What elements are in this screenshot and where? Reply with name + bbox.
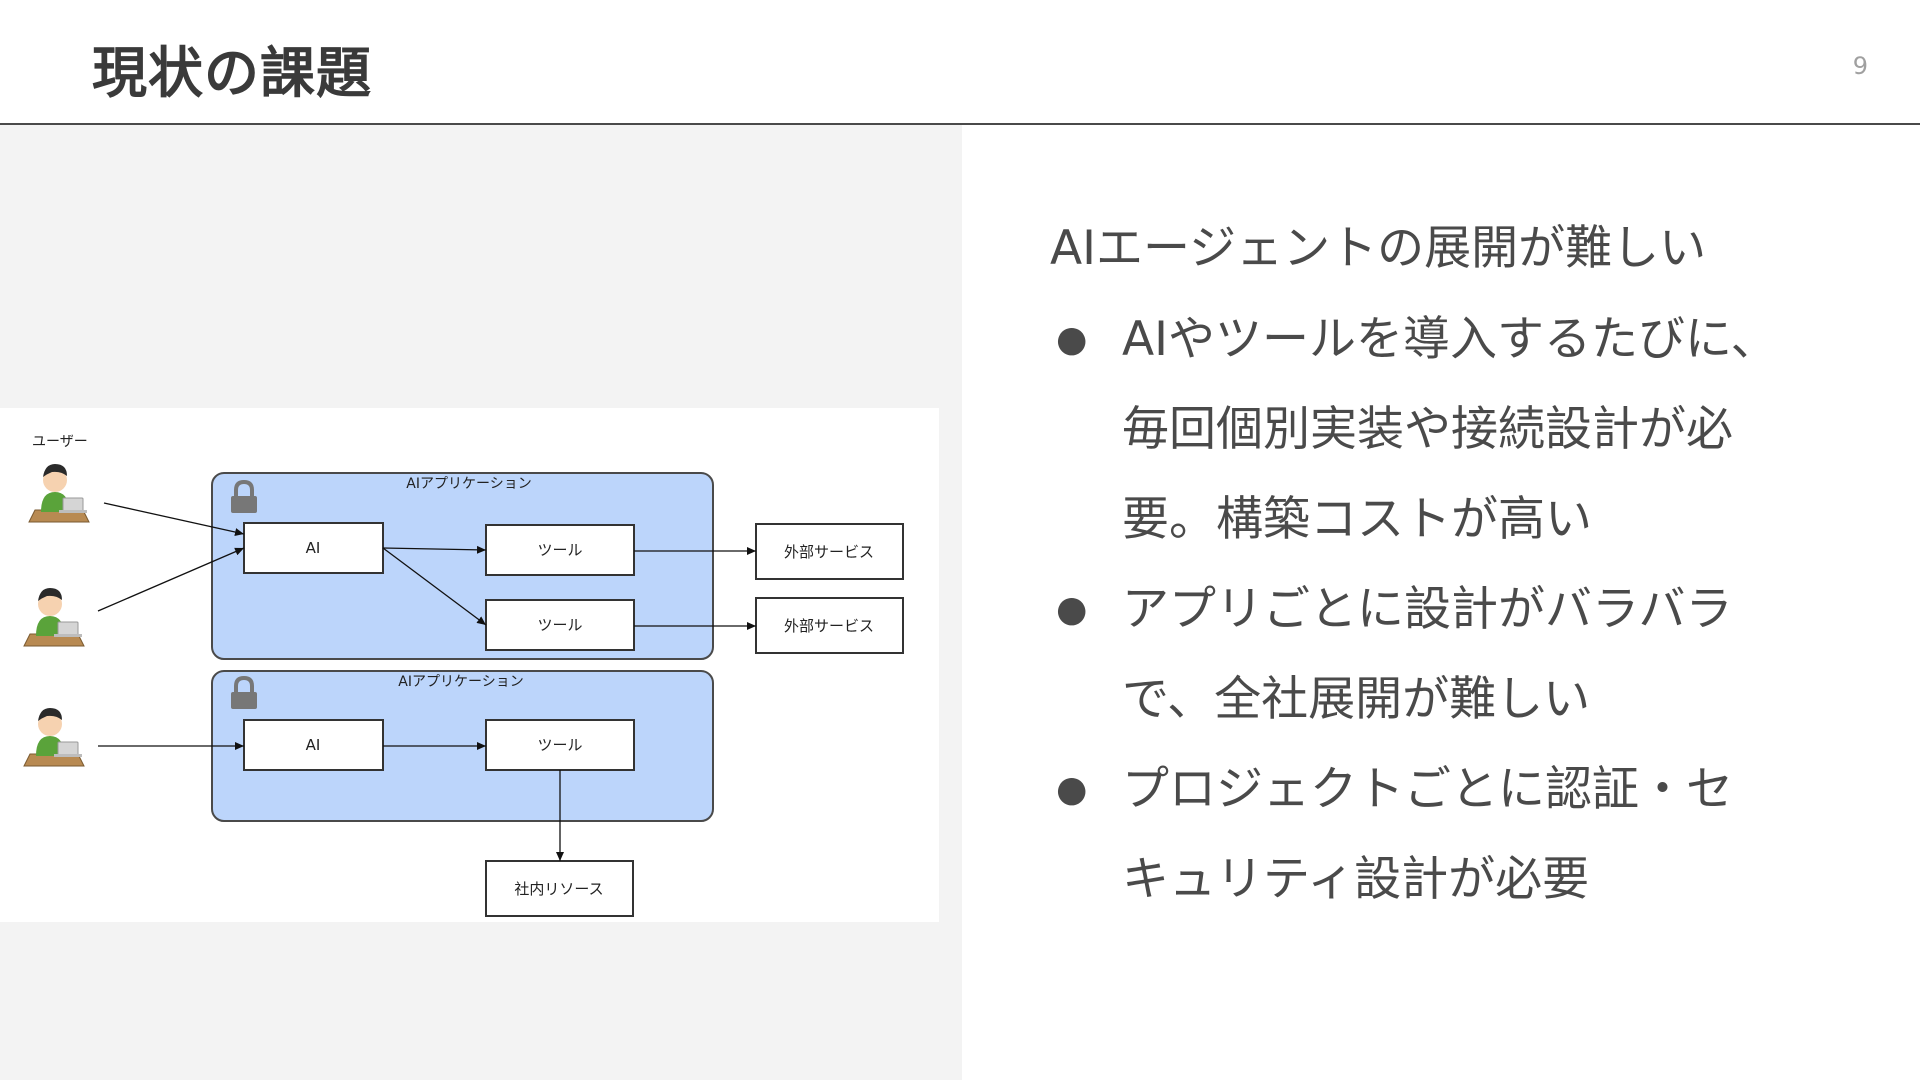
bullet-dot-icon: ●: [1056, 319, 1088, 360]
bullet-item: ● プロジェクトごとに認証・セ キュリティ設計が必要: [1056, 745, 1896, 925]
app1-tool-label-1: ツール: [537, 541, 582, 559]
app2-label: AIアプリケーション: [398, 674, 523, 690]
app2-tool-label: ツール: [537, 736, 582, 754]
bullet-item: ● AIやツールを導入するたびに、 毎回個別実装や接続設計が必 要。構築コストが…: [1056, 295, 1896, 565]
external-service-box-1: [755, 523, 904, 580]
app1-tool-box-2: [485, 599, 635, 651]
header-divider: [0, 123, 1920, 125]
app1-label: AIアプリケーション: [406, 476, 531, 492]
users-label: ユーザー: [32, 434, 88, 450]
app1-tool-box-1: [485, 524, 635, 576]
bullet-text-line: で、全社展開が難しい: [1122, 672, 1591, 727]
bullet-list: ● AIやツールを導入するたびに、 毎回個別実装や接続設計が必 要。構築コストが…: [1056, 295, 1896, 925]
page-number: 9: [1852, 52, 1868, 80]
external-service-label-2: 外部サービス: [784, 617, 874, 635]
diagram-arrows: [97, 502, 756, 861]
bullet-text-line: AIやツールを導入するたびに、: [1122, 312, 1778, 367]
section-subtitle: AIエージェントの展開が難しい: [1050, 221, 1707, 276]
user-avatar-2: [23, 587, 85, 647]
diagram-panel: ユーザー AIアプリケーション AI ツール ツール 外部サービス 外部サービス…: [0, 125, 962, 1080]
user-avatar-1: [28, 463, 90, 523]
text-panel: AIエージェントの展開が難しい ● AIやツールを導入するたびに、 毎回個別実装…: [962, 125, 1920, 1080]
arrow-ai-to-tool1: [382, 545, 487, 554]
app1-tool-label-2: ツール: [537, 616, 582, 634]
bullet-dot-icon: ●: [1056, 769, 1088, 810]
app1-ai-box: [243, 522, 384, 574]
bullet-text-line: キュリティ設計が必要: [1122, 852, 1590, 907]
slide-header: 現状の課題 9: [0, 0, 1920, 123]
internal-resource-label: 社内リソース: [514, 880, 603, 898]
user-avatar-3: [23, 707, 85, 767]
arrow-ai-to-tool2: [382, 547, 487, 626]
external-service-label-1: 外部サービス: [784, 543, 874, 561]
slide-title: 現状の課題: [92, 41, 373, 105]
internal-resource-box: [485, 860, 634, 917]
app2-ai-label: AI: [306, 736, 321, 754]
architecture-diagram: ユーザー AIアプリケーション AI ツール ツール 外部サービス 外部サービス…: [0, 408, 939, 922]
bullet-text-line: 毎回個別実装や接続設計が必: [1122, 402, 1733, 457]
app1-ai-label: AI: [306, 539, 321, 557]
bullet-item: ● アプリごとに設計がバラバラ で、全社展開が難しい: [1056, 565, 1896, 745]
bullet-text-line: 要。構築コストが高い: [1122, 492, 1592, 547]
diagram-svg: ユーザー AIアプリケーション AI ツール ツール 外部サービス 外部サービス…: [23, 434, 904, 917]
bullet-text-line: プロジェクトごとに認証・セ: [1122, 762, 1733, 817]
external-service-box-2: [755, 597, 904, 654]
bullet-text-line: アプリごとに設計がバラバラ: [1122, 582, 1733, 637]
arrow-user2-to-ai: [97, 547, 245, 612]
bullet-dot-icon: ●: [1056, 589, 1088, 630]
arrow-user1-to-ai: [103, 502, 245, 536]
app2-ai-box: [243, 719, 384, 771]
